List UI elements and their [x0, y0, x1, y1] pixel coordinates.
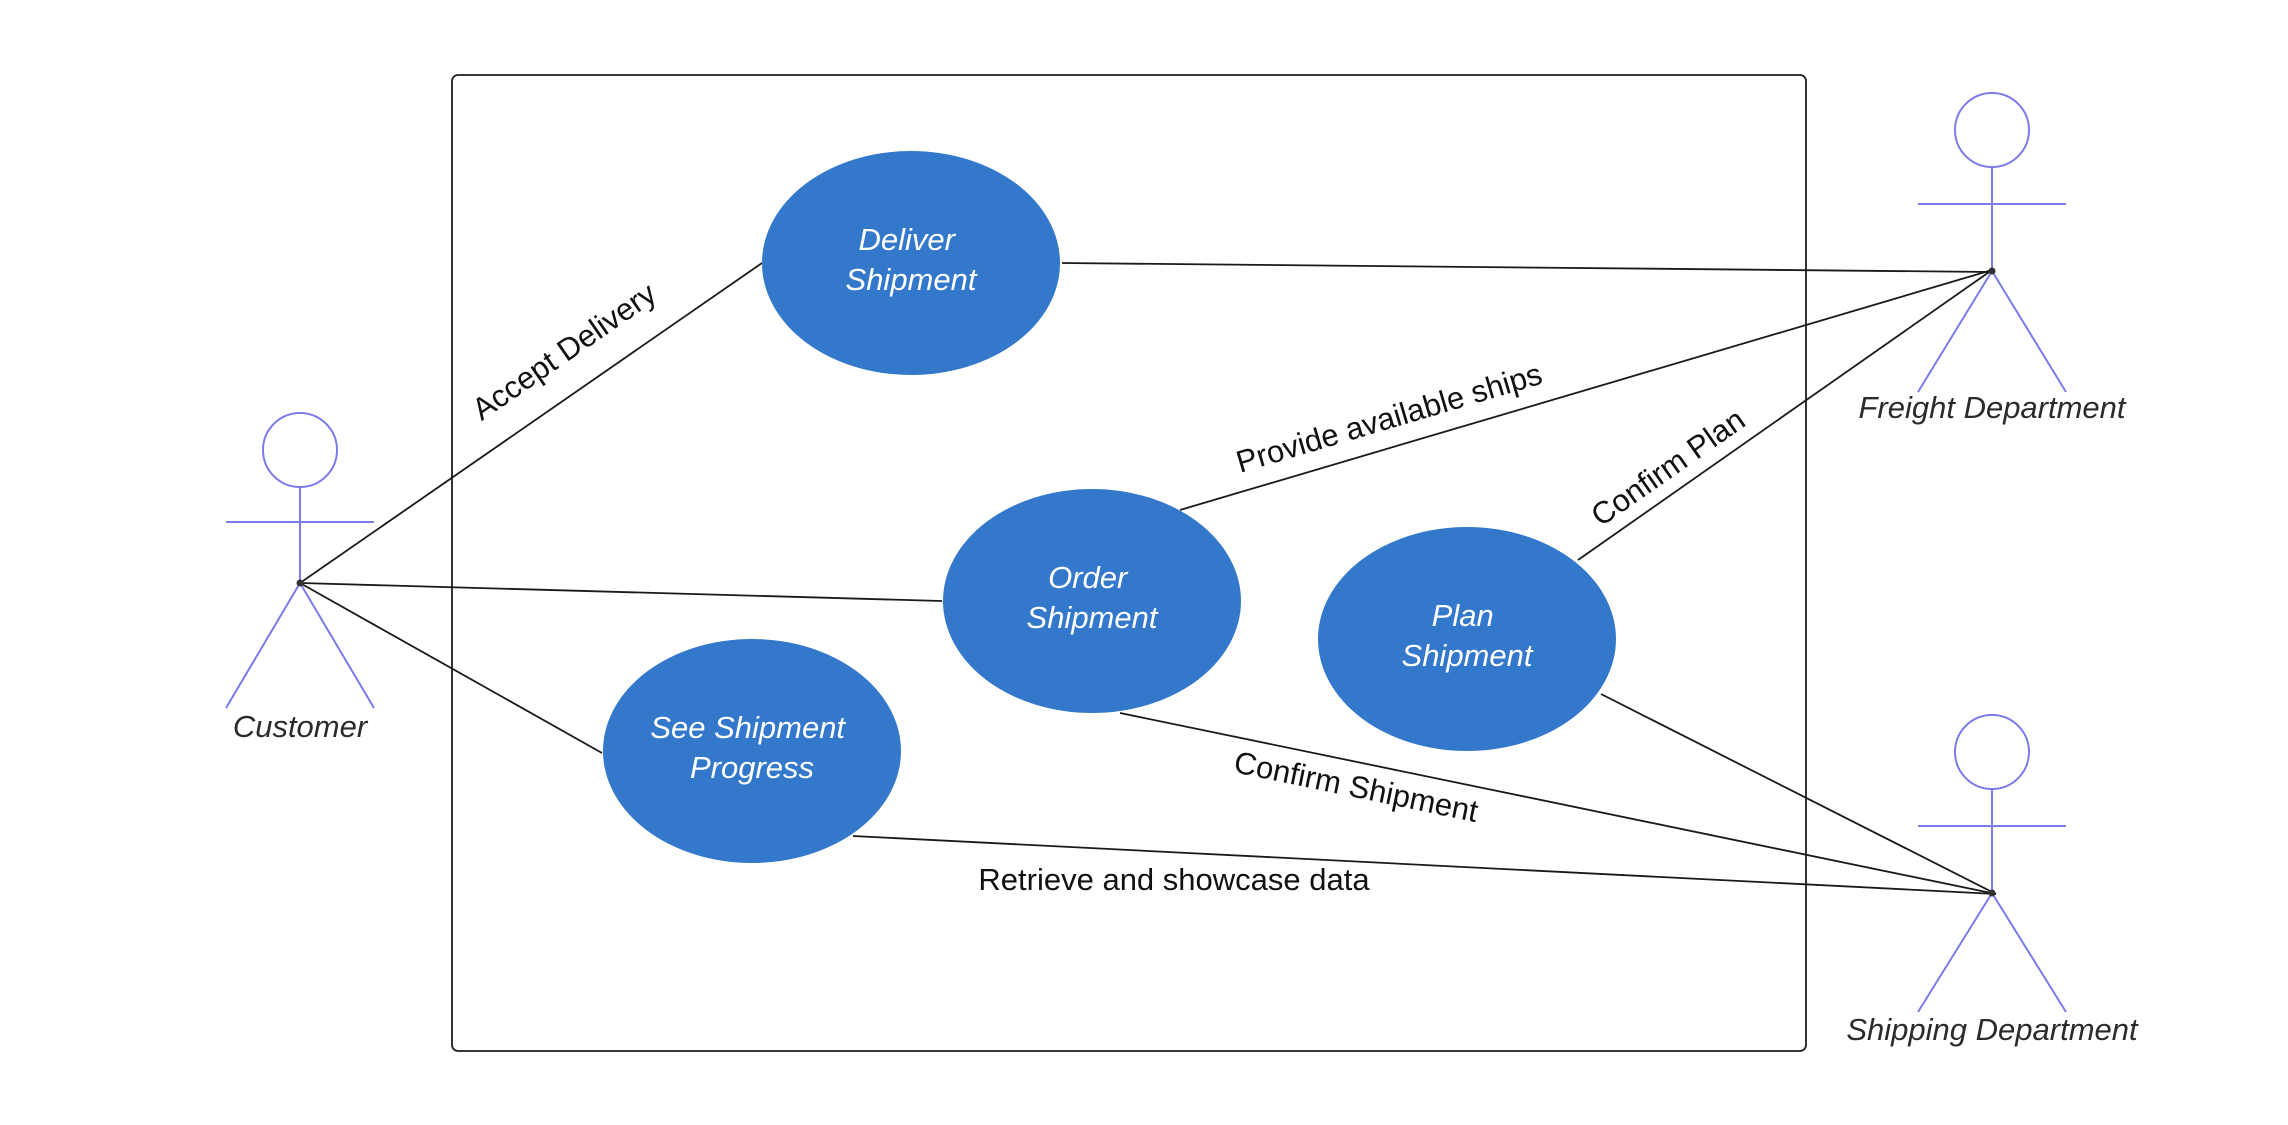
line-plan-freight — [1577, 269, 1993, 561]
usecase-see-shipment-progress[interactable]: See Shipment Progress — [603, 639, 901, 863]
line-order-freight — [1179, 269, 1993, 511]
actor-customer-head — [262, 412, 338, 488]
svg-text:See Shipment Progress: See Shipment Progress — [650, 710, 853, 785]
line-customer-order — [299, 582, 943, 602]
svg-text:Plan Shipment: Plan Shipment — [1402, 598, 1534, 673]
actor-customer-label: Customer — [233, 709, 369, 744]
svg-text:Order Shipment: Order Shipment — [1027, 560, 1159, 635]
actor-shipping-label: Shipping Department — [1846, 1012, 2139, 1047]
usecase-order-shipment[interactable]: Order Shipment — [943, 489, 1241, 713]
actor-shipping-department[interactable]: Shipping Department — [1846, 714, 2139, 1047]
actor-freight-head — [1954, 92, 2030, 168]
usecase-plan-shipment[interactable]: Plan Shipment — [1318, 527, 1616, 751]
label-provide-available-ships: Provide available ships — [1232, 356, 1546, 480]
usecase-order-line-2: Shipment — [1027, 600, 1159, 635]
actor-shipping-head — [1954, 714, 2030, 790]
usecase-progress-line-2: Progress — [690, 750, 814, 785]
actor-customer[interactable]: Customer — [225, 412, 375, 744]
actor-freight-department[interactable]: Freight Department — [1858, 92, 2127, 425]
svg-text:Deliver Shipment: Deliver Shipment — [846, 222, 978, 297]
line-plan-shipping — [1600, 693, 1997, 895]
usecase-plan-line-1: Plan — [1432, 598, 1494, 633]
label-retrieve-and-showcase-data: Retrieve and showcase data — [978, 862, 1370, 897]
line-customer-deliver — [299, 262, 763, 584]
line-progress-shipping — [852, 835, 1997, 895]
line-customer-progress — [299, 582, 603, 754]
usecase-deliver-line-1: Deliver — [858, 222, 956, 257]
system-boundary — [451, 74, 1807, 1052]
label-confirm-plan: Confirm Plan — [1585, 402, 1752, 533]
line-deliver-freight — [1061, 262, 1993, 273]
usecase-plan-line-2: Shipment — [1402, 638, 1534, 673]
usecase-deliver-shipment[interactable]: Deliver Shipment — [762, 151, 1060, 375]
usecase-deliver-line-2: Shipment — [846, 262, 978, 297]
usecase-progress-line-1: See Shipment — [650, 710, 846, 745]
label-confirm-shipment: Confirm Shipment — [1231, 744, 1481, 829]
line-order-shipping — [1119, 712, 1997, 895]
associations — [299, 262, 1997, 895]
usecase-order-line-1: Order — [1048, 560, 1129, 595]
actor-freight-label: Freight Department — [1858, 390, 2126, 425]
